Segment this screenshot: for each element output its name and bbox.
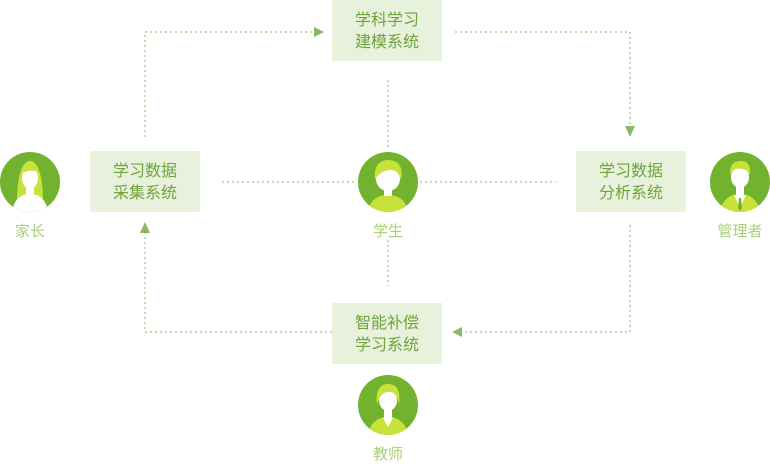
arrowhead-to-analysis bbox=[625, 126, 635, 137]
box-compensation-line1: 智能补偿 bbox=[354, 312, 419, 332]
arrow-collection-to-modeling bbox=[144, 31, 318, 137]
box-compensation-line2: 学习系统 bbox=[354, 334, 419, 354]
arrow-analysis-to-compensation bbox=[462, 225, 631, 333]
box-modeling-line1: 学科学习 bbox=[354, 9, 419, 29]
box-analysis-line1: 学习数据 bbox=[598, 160, 663, 180]
teacher-avatar-icon bbox=[358, 375, 418, 435]
admin-avatar-icon bbox=[710, 152, 770, 212]
student-label: 学生 bbox=[372, 222, 403, 240]
box-collection-line1: 学习数据 bbox=[112, 160, 177, 180]
box-analysis-system: 学习数据 分析系统 bbox=[576, 151, 686, 212]
arrow-compensation-to-collection bbox=[144, 232, 332, 333]
box-collection-system: 学习数据 采集系统 bbox=[90, 151, 200, 212]
arrowhead-to-collection bbox=[140, 222, 150, 233]
box-analysis-line2: 分析系统 bbox=[598, 182, 663, 202]
arrowhead-to-compensation bbox=[452, 327, 462, 337]
arrow-modeling-to-analysis bbox=[455, 31, 631, 127]
box-compensation-system: 智能补偿 学习系统 bbox=[332, 303, 442, 364]
box-modeling-system: 学科学习 建模系统 bbox=[332, 0, 442, 61]
parent-label: 家长 bbox=[14, 222, 45, 240]
student-avatar-icon bbox=[358, 152, 418, 212]
box-modeling-line2: 建模系统 bbox=[354, 31, 419, 51]
arrowhead-to-modeling bbox=[314, 27, 324, 37]
admin-label: 管理者 bbox=[717, 222, 763, 240]
box-collection-line2: 采集系统 bbox=[112, 182, 177, 202]
teacher-label: 教师 bbox=[372, 445, 403, 463]
parent-avatar-icon bbox=[0, 152, 60, 212]
